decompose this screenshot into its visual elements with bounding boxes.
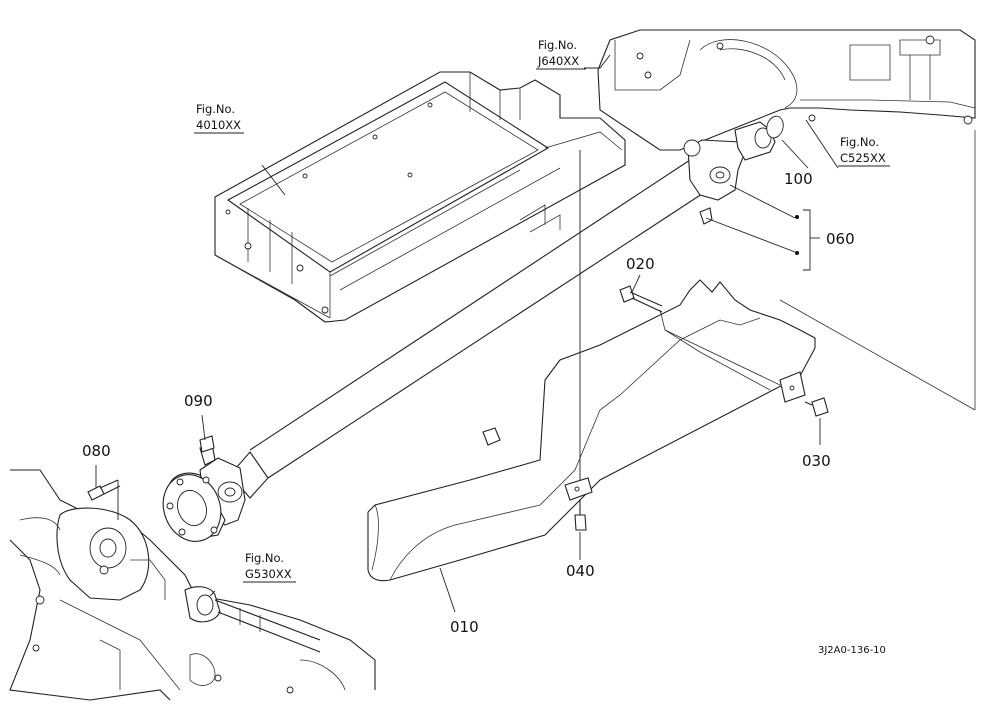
part-label-080[interactable]: 080 bbox=[82, 442, 111, 460]
fig-ref-j640[interactable]: Fig.No. J640XX bbox=[536, 38, 586, 70]
shaft-guard-drawing bbox=[367, 279, 816, 582]
part-label-010[interactable]: 010 bbox=[450, 618, 479, 636]
grease-fitting-parts bbox=[699, 184, 820, 271]
fig-ref-code: 4010XX bbox=[196, 118, 241, 132]
fig-ref-prefix: Fig.No. bbox=[840, 135, 879, 149]
bolt-080 bbox=[87, 479, 121, 501]
front-axle-drawing bbox=[9, 469, 376, 701]
drive-shaft-drawing bbox=[162, 121, 776, 542]
part-label-090[interactable]: 090 bbox=[184, 392, 213, 410]
fig-ref-prefix: Fig.No. bbox=[538, 38, 577, 52]
nut-090 bbox=[199, 435, 215, 453]
part-label-040[interactable]: 040 bbox=[566, 562, 595, 580]
o-ring-part bbox=[766, 115, 784, 139]
part-label-030[interactable]: 030 bbox=[802, 452, 831, 470]
fig-ref-prefix: Fig.No. bbox=[245, 551, 284, 565]
fig-ref-prefix: Fig.No. bbox=[196, 102, 235, 116]
fig-ref-4010[interactable]: Fig.No. 4010XX bbox=[194, 102, 244, 134]
transmission-housing-drawing bbox=[597, 29, 976, 411]
bolt-030 bbox=[804, 397, 829, 417]
drawing-code: 3J2A0-136-10 bbox=[818, 645, 886, 656]
oil-pan-drawing bbox=[214, 71, 626, 323]
fig-ref-code: C525XX bbox=[840, 151, 886, 165]
part-label-020[interactable]: 020 bbox=[626, 255, 655, 273]
fig-ref-code: G530XX bbox=[245, 567, 292, 581]
bolt-020 bbox=[619, 285, 663, 313]
bolt-040 bbox=[574, 500, 587, 531]
fig-ref-c525[interactable]: Fig.No. C525XX bbox=[838, 135, 890, 167]
part-label-060[interactable]: 060 bbox=[826, 230, 855, 248]
part-label-100[interactable]: 100 bbox=[784, 170, 813, 188]
fig-ref-g530[interactable]: Fig.No. G530XX bbox=[243, 551, 296, 583]
leader-lines bbox=[95, 54, 839, 613]
fig-ref-code: J640XX bbox=[537, 54, 579, 68]
